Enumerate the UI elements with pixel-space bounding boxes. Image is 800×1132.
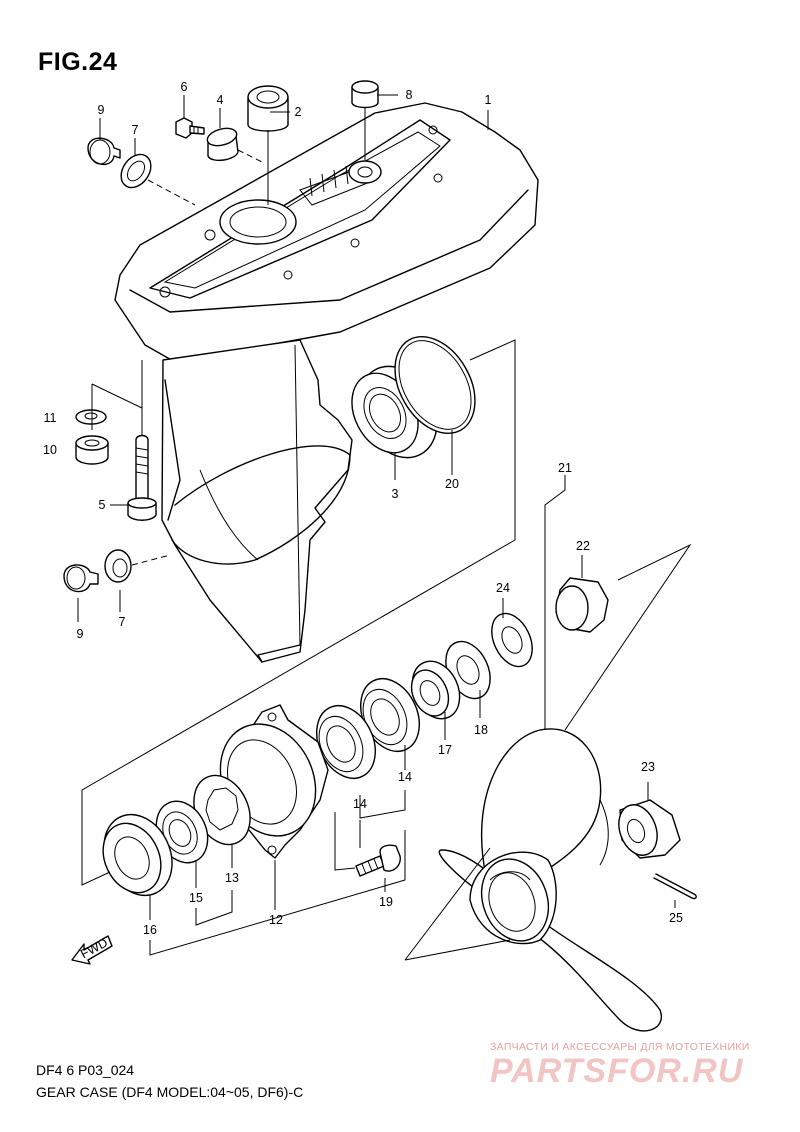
- gear-case-housing: [114, 102, 539, 663]
- callout-5: 5: [99, 498, 106, 512]
- callout-8: 8: [406, 88, 413, 102]
- callout-13: 13: [225, 871, 239, 885]
- callout-20: 20: [445, 477, 459, 491]
- callout-14-left: 14: [353, 797, 367, 811]
- watermark-logo: PARTSFOR.RU: [490, 1052, 744, 1090]
- callout-1: 1: [485, 93, 492, 107]
- callout-11: 11: [44, 411, 57, 425]
- gasket-bottom-part-7: [104, 549, 132, 583]
- fwd-label: FWD: [78, 936, 110, 962]
- figure-name: GEAR CASE (DF4 MODEL:04~05, DF6)-C: [36, 1084, 304, 1100]
- gasket-top-part-7: [120, 153, 152, 189]
- callout-3: 3: [392, 487, 399, 501]
- callout-12: 12: [269, 913, 283, 927]
- bushing-part-22: [555, 577, 609, 633]
- callout-15: 15: [189, 891, 203, 905]
- figure-title: FIG.24: [38, 48, 118, 76]
- callout-7-top: 7: [132, 123, 139, 137]
- bushing-part-2: [247, 85, 289, 132]
- bearing-part-16: [102, 813, 173, 897]
- washer-part-11: [75, 409, 107, 425]
- bolt-part-6: [175, 117, 205, 139]
- callout-6: 6: [181, 80, 188, 94]
- leader-lines: [77, 94, 692, 961]
- figure-code: DF4 6 P03_024: [36, 1062, 135, 1078]
- drain-plug-bottom-part-9: [63, 564, 99, 593]
- callout-18: 18: [474, 723, 488, 737]
- callout-17: 17: [438, 743, 452, 757]
- callout-7-bottom: 7: [119, 615, 126, 629]
- collar-part-8: [351, 80, 379, 109]
- callout-10: 10: [43, 443, 57, 457]
- fwd-arrow-icon: [71, 935, 113, 965]
- propeller-nut-part-23: [618, 799, 681, 859]
- bolt-part-19: [355, 844, 401, 877]
- nut-part-10: [75, 435, 109, 465]
- callout-4: 4: [217, 93, 224, 107]
- callout-9-top: 9: [98, 103, 105, 117]
- callout-2: 2: [295, 105, 302, 119]
- o-ring-part-20: [394, 335, 476, 435]
- callout-24: 24: [496, 581, 510, 595]
- watermark-tagline: ЗАПЧАСТИ И АКСЕССУАРЫ ДЛЯ МОТОТЕХНИКИ: [490, 1041, 750, 1053]
- callout-25: 25: [669, 911, 683, 925]
- callout-16: 16: [143, 923, 157, 937]
- stud-bolt-part-5: [127, 434, 157, 521]
- plug-part-4: [206, 127, 239, 162]
- callout-9-bottom: 9: [77, 627, 84, 641]
- cotter-pin-part-25: [653, 873, 697, 900]
- propeller-part-21: [438, 728, 663, 1032]
- callout-14-right: 14: [398, 770, 412, 784]
- callout-23: 23: [641, 760, 655, 774]
- callout-19: 19: [379, 895, 393, 909]
- bushing-part-17: [410, 660, 461, 720]
- washer-part-24: [491, 612, 533, 668]
- callout-labels: 1 2 3 4 5 6 7 7 8 9 9 10 11 12 13 14 14 …: [43, 80, 683, 937]
- drain-plug-top-part-9: [87, 137, 121, 166]
- callout-21: 21: [558, 461, 572, 475]
- callout-22: 22: [576, 539, 590, 553]
